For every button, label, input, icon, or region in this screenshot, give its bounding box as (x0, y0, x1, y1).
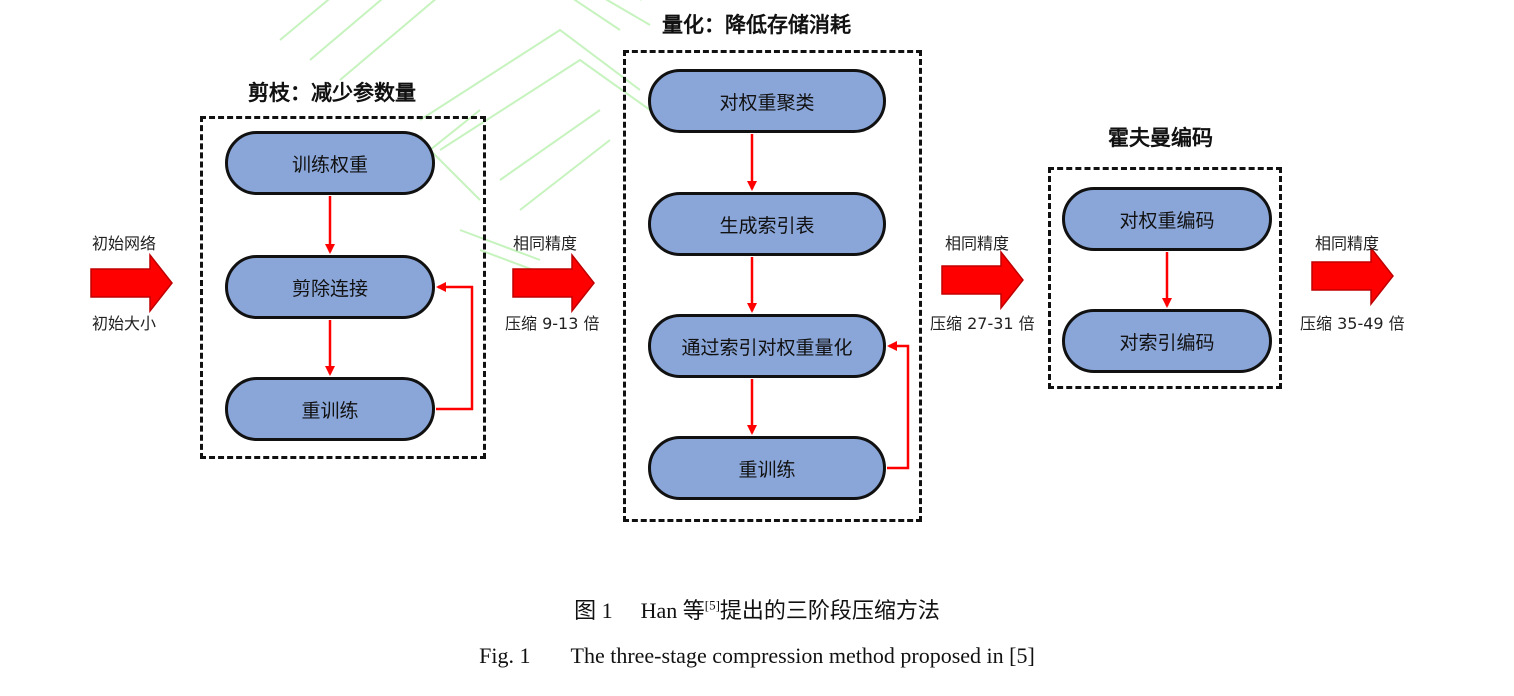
arrow-pruning-loop (436, 282, 474, 411)
huffman-stage-box (1048, 167, 1282, 389)
step-quantize-weights: 通过索引对权重量化 (648, 314, 886, 378)
pruning-output-arrow (512, 252, 595, 314)
caption-cn-han: Han 等 (640, 598, 705, 623)
pruning-output-label-top: 相同精度 (513, 234, 578, 253)
pruning-stage-box (200, 116, 486, 459)
input-label-top: 初始网络 (92, 234, 157, 253)
step-cluster-weights: 对权重聚类 (648, 69, 886, 133)
caption-cn-prefix: 图 1 (574, 598, 613, 623)
step-train-weights: 训练权重 (225, 131, 435, 195)
pruning-output-label-bottom: 压缩 9-13 倍 (505, 314, 600, 333)
step-encode-weights: 对权重编码 (1062, 187, 1272, 251)
caption-cn: 图 1 Han 等[5]提出的三阶段压缩方法 (0, 593, 1514, 625)
caption-en: Fig. 1 The three-stage compression method… (0, 643, 1514, 669)
caption-en-prefix: Fig. 1 (479, 643, 531, 668)
quantization-stage-box (623, 50, 922, 522)
step-retrain-quantization: 重训练 (648, 436, 886, 500)
input-label-bottom: 初始大小 (92, 314, 157, 333)
quantization-title: 量化：降低存储消耗 (662, 13, 851, 37)
huffman-output-label-top: 相同精度 (1315, 234, 1380, 253)
step-retrain-pruning: 重训练 (225, 377, 435, 441)
step-encode-index: 对索引编码 (1062, 309, 1272, 373)
pruning-title: 剪枝：减少参数量 (248, 81, 416, 105)
caption-cn-rest: 提出的三阶段压缩方法 (719, 598, 940, 623)
input-arrow (90, 252, 173, 314)
step-generate-codebook: 生成索引表 (648, 192, 886, 256)
huffman-output-arrow (1311, 245, 1394, 307)
huffman-output-label-bottom: 压缩 35-49 倍 (1300, 314, 1405, 333)
quantization-output-arrow (941, 249, 1024, 311)
quantization-output-label-top: 相同精度 (945, 234, 1010, 253)
caption-en-text: The three-stage compression method propo… (570, 643, 1035, 668)
caption-cn-ref: [5] (704, 597, 720, 613)
arrow-quantization-loop (887, 341, 910, 470)
step-prune-connections: 剪除连接 (225, 255, 435, 319)
quantization-output-label-bottom: 压缩 27-31 倍 (930, 314, 1035, 333)
huffman-title: 霍夫曼编码 (1108, 126, 1213, 150)
